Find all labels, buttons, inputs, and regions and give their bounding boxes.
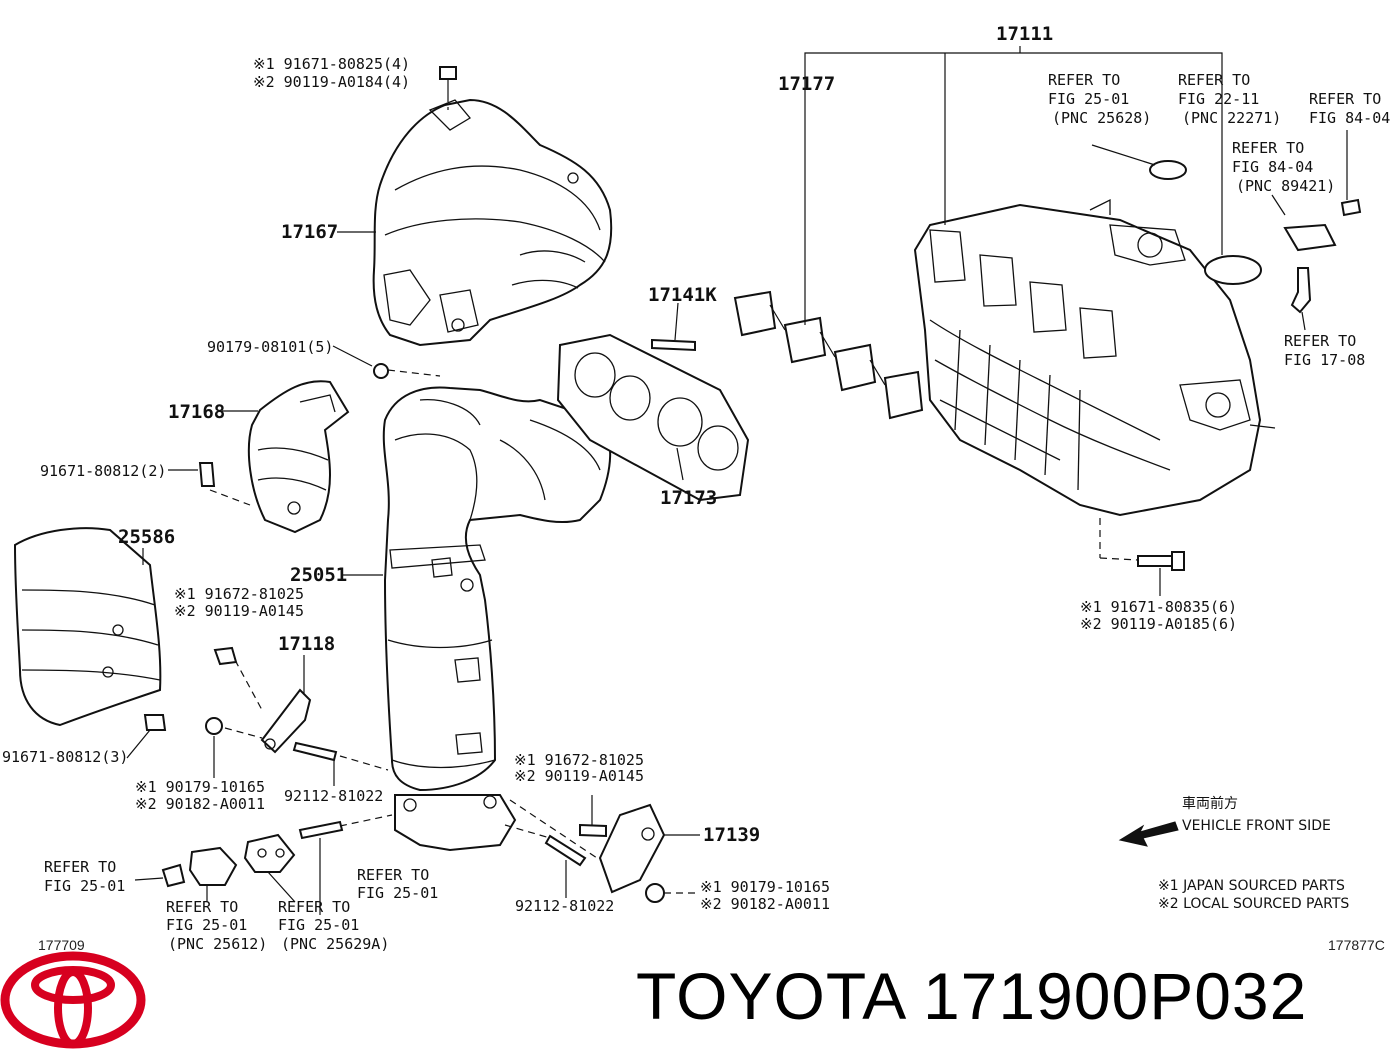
refer-22271-line1: REFER TO: [1178, 71, 1250, 89]
refer-89421-line1: REFER TO: [1232, 139, 1304, 157]
refer-25628-line2: FIG 25-01: [1048, 90, 1129, 108]
hose-17-08-icon: [1290, 267, 1312, 314]
front-label-en: VEHICLE FRONT SIDE: [1182, 818, 1331, 834]
refer-22271-line3: (PNC 22271): [1182, 109, 1281, 127]
refer-25628-line1: REFER TO: [1048, 71, 1120, 89]
label-bolt-80835-2: ※2 90119-A0185(6): [1080, 615, 1237, 633]
bolt-80812-3-icon: [143, 714, 167, 731]
insulator-25586: [13, 527, 162, 727]
clip-2501-left-icon: [161, 863, 186, 888]
gasket-25629a-icon: [243, 833, 296, 873]
label-17118: 17118: [278, 633, 335, 655]
insulator-17168: [247, 380, 350, 534]
front-note: 車両前方 VEHICLE FRONT SIDE: [1182, 795, 1331, 834]
refer-25628-line3: (PNC 25628): [1052, 109, 1151, 127]
intake-gaskets-17177: [733, 290, 924, 420]
label-nut-10165-a1: ※1 90179-10165: [135, 778, 265, 796]
label-17168: 17168: [168, 401, 225, 423]
refer-89421-line3: (PNC 89421): [1236, 177, 1335, 195]
label-bolt-top-1: ※1 91671-80825(4): [253, 55, 410, 73]
nut-08101-icon: [373, 363, 389, 379]
bolt-81025-a-icon: [213, 646, 238, 666]
refer-25612-line1: REFER TO: [166, 898, 238, 916]
toyota-logo: [0, 951, 146, 1049]
part-labels: 17111 17177 17167 17141K 17168 17173 255…: [2, 23, 1237, 915]
label-bolt-80835-1: ※1 91671-80835(6): [1080, 598, 1237, 616]
bolt-81025-b-icon: [579, 823, 607, 838]
legend-line2: ※2 LOCAL SOURCED PARTS: [1158, 896, 1349, 912]
gasket-25612-icon: [188, 846, 238, 886]
stay-17139: [598, 803, 666, 894]
bolt-80835-icon: [1137, 551, 1185, 571]
refer-1708-line2: FIG 17-08: [1284, 351, 1365, 369]
label-17111: 17111: [996, 23, 1053, 45]
refer-2501-mid-line1: REFER TO: [357, 866, 429, 884]
label-17141k: 17141K: [648, 284, 717, 306]
front-label-jp: 車両前方: [1182, 795, 1238, 812]
refer-89421-line2: FIG 84-04: [1232, 158, 1313, 176]
refer-25612-line3: (PNC 25612): [168, 935, 267, 953]
nut-10165-a-icon: [205, 717, 223, 735]
label-nut-10165-b2: ※2 90182-A0011: [700, 895, 830, 913]
refer-1708-line1: REFER TO: [1284, 332, 1356, 350]
label-17139: 17139: [703, 824, 760, 846]
refer-25629a-line2: FIG 25-01: [278, 916, 359, 934]
bolt-top-icon: [439, 66, 457, 110]
label-17173: 17173: [660, 487, 717, 509]
nut-10165-b-icon: [645, 883, 665, 903]
label-bolt-top-2: ※2 90119-A0184(4): [253, 73, 410, 91]
brand-part-title: TOYOTA 171900P032: [636, 959, 1308, 1033]
stud-81022-a-icon: [292, 741, 338, 762]
label-nut-10165-b1: ※1 90179-10165: [700, 878, 830, 896]
refer-2501-left-line1: REFER TO: [44, 858, 116, 876]
stud-81022-c-icon: [298, 820, 344, 840]
label-17167: 17167: [281, 221, 338, 243]
refer-2501-left-line2: FIG 25-01: [44, 877, 125, 895]
vehicle-front-arrow-icon: [1118, 821, 1179, 847]
stud-81022-b-icon: [544, 834, 587, 867]
heat-insulator-17167: [372, 98, 613, 347]
label-stud-81022-a: 92112-81022: [284, 787, 383, 805]
label-bolt-80812-2: 91671-80812(2): [40, 462, 166, 480]
label-bolt-81025-a1: ※1 91672-81025: [174, 585, 304, 603]
refer-8404-line2: FIG 84-04: [1309, 109, 1390, 127]
sensor-89421-icon: [1283, 198, 1362, 252]
stay-17118: [260, 688, 312, 754]
refer-25612-line2: FIG 25-01: [166, 916, 247, 934]
label-bolt-81025-a2: ※2 90119-A0145: [174, 602, 304, 620]
leader-lines: [126, 46, 1348, 915]
refer-2501-mid-line2: FIG 25-01: [357, 884, 438, 902]
label-nut-10165-a2: ※2 90182-A0011: [135, 795, 265, 813]
stud-17141k-icon: [651, 338, 696, 352]
refer-8404-line1: REFER TO: [1309, 90, 1381, 108]
diagram-code-left: 177709: [38, 937, 85, 953]
refer-labels: REFER TO FIG 25-01 (PNC 25628) REFER TO …: [44, 71, 1390, 953]
legend-line1: ※1 JAPAN SOURCED PARTS: [1158, 878, 1345, 894]
refer-22271-line2: FIG 22-11: [1178, 90, 1259, 108]
diagram-code-right: 177877C: [1328, 937, 1385, 953]
label-25051: 25051: [290, 564, 347, 586]
label-25586: 25586: [118, 526, 175, 548]
label-bolt-81025-b2: ※2 90119-A0145: [514, 767, 644, 785]
intake-manifold-17111: [913, 198, 1276, 517]
label-stud-81022-b: 92112-81022: [515, 897, 614, 915]
gasket-17173: [556, 333, 750, 502]
o-ring-25628-icon: [1149, 160, 1187, 180]
bolt-80812-2-icon: [198, 462, 216, 487]
label-bolt-80812-3: 91671-80812(3): [2, 748, 128, 766]
label-17177: 17177: [778, 73, 835, 95]
source-legend: ※1 JAPAN SOURCED PARTS ※2 LOCAL SOURCED …: [1158, 878, 1349, 912]
refer-25629a-line1: REFER TO: [278, 898, 350, 916]
o-ring-22271-icon: [1204, 255, 1262, 285]
label-nut-08101: 90179-08101(5): [207, 338, 333, 356]
refer-25629a-line3: (PNC 25629A): [281, 935, 389, 953]
label-bolt-81025-b1: ※1 91672-81025: [514, 751, 644, 769]
exhaust-manifold-25051: [382, 386, 612, 852]
